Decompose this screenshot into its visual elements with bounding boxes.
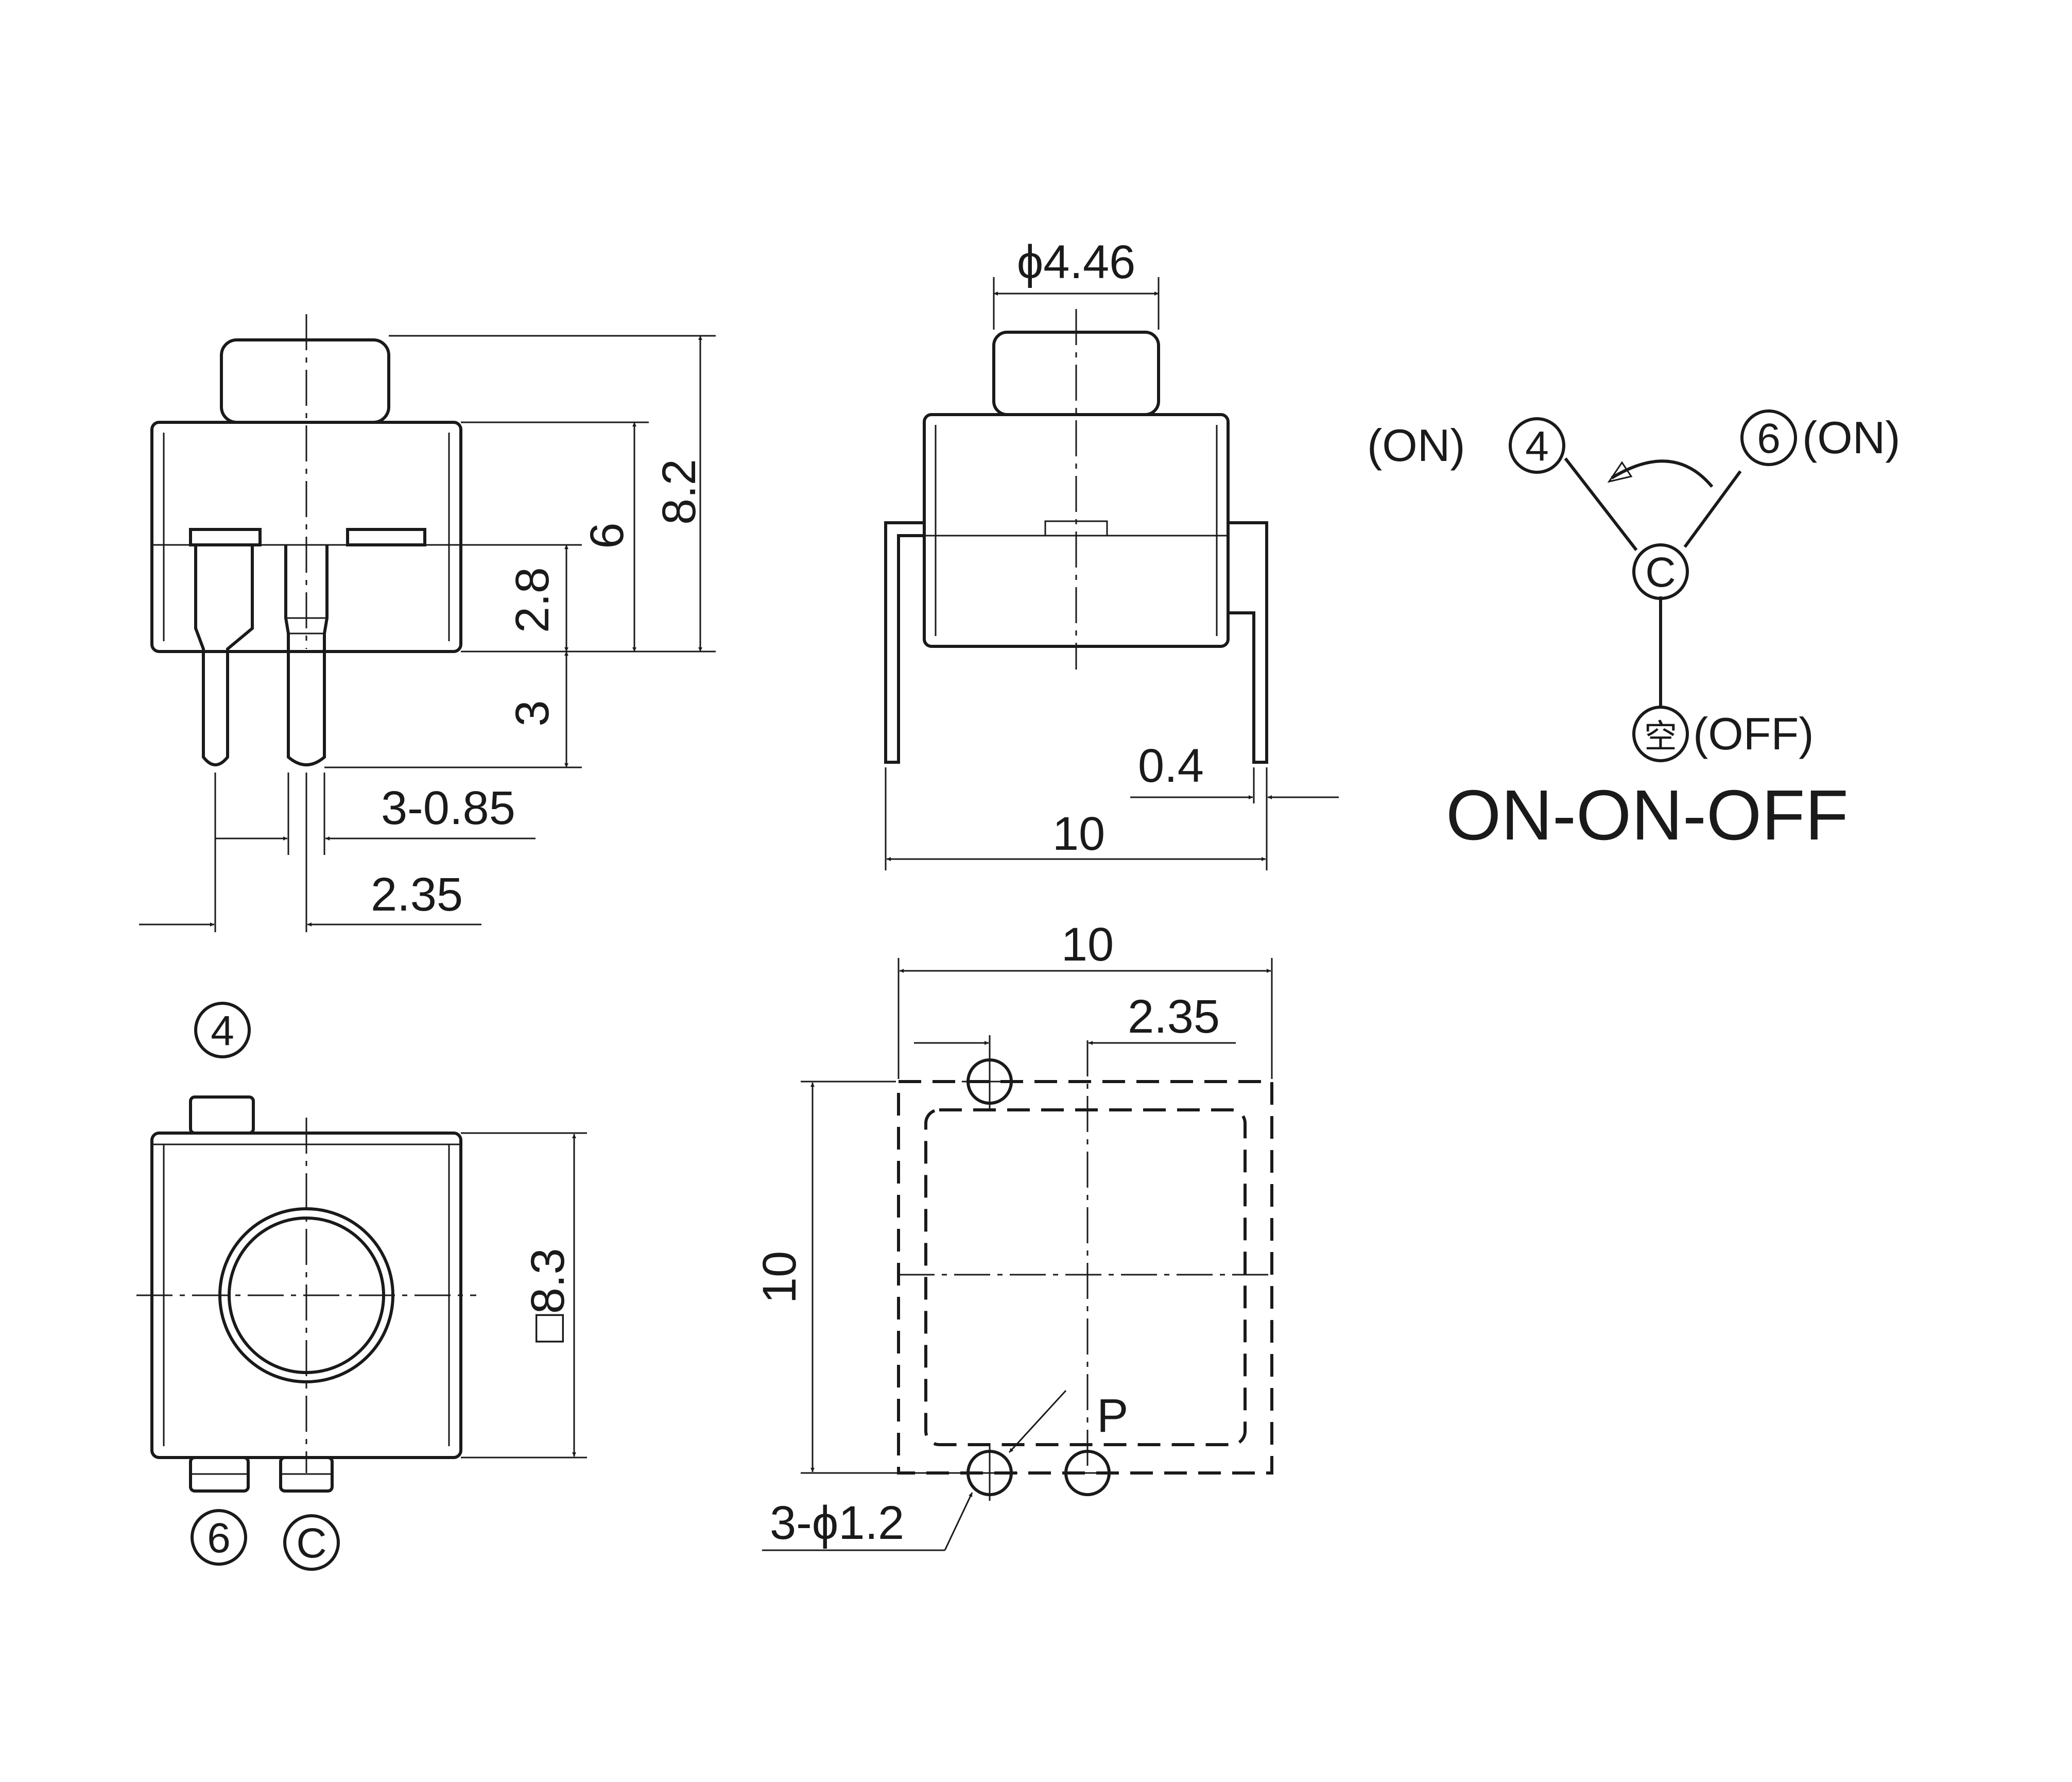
bottom-view: 4 6 C — [136, 1002, 476, 1571]
bottom-terminal-4-label: 4 — [211, 1007, 234, 1054]
bottom-terminal-c-label: C — [296, 1520, 326, 1567]
terminal-off-label: 空 — [1644, 718, 1677, 755]
dim-pin-lower: 3 — [506, 700, 559, 726]
bottom-terminal-c-node — [283, 1514, 340, 1571]
dim-pin-pitch: 2.35 — [371, 868, 463, 921]
terminal-6-node — [1740, 409, 1797, 466]
bottom-view-dimensions: □8.3 — [461, 1132, 587, 1459]
dim-pin-width: 3-0.85 — [381, 782, 515, 834]
dim-actuator-dia: ϕ4.46 — [1017, 236, 1136, 288]
dim-width: 10 — [1052, 808, 1105, 860]
dim-lead-thickness: 0.4 — [1138, 740, 1204, 792]
terminal-c-node — [1632, 543, 1689, 600]
pin-p-marker: P — [1097, 1390, 1128, 1442]
dim-pcb-offset: 2.35 — [1128, 990, 1220, 1043]
dim-pcb-width: 10 — [1061, 918, 1114, 971]
switch-schematic: 4 6 C 空 (ON) (ON) (OFF) ON-ON-OFF — [1367, 409, 1901, 855]
terminal-4-node — [1509, 417, 1565, 474]
switch-type-label: ON-ON-OFF — [1446, 776, 1849, 855]
dim-hole-dia: 3-ϕ1.2 — [770, 1497, 904, 1549]
front-view-dimensions: 8.2 6 2.8 3 3-0.85 2.35 — [139, 335, 716, 932]
bottom-terminal-4-node — [194, 1002, 251, 1058]
pcb-layout-dimensions: 10 2.35 10 3-ϕ1.2 P — [753, 918, 1273, 1551]
dim-height-total: 8.2 — [653, 459, 705, 525]
side-view-dimensions: ϕ4.46 10 0.4 — [885, 236, 1339, 870]
terminal-off-node — [1632, 706, 1689, 762]
terminal-c-label: C — [1645, 549, 1676, 596]
dim-pcb-height: 10 — [753, 1251, 806, 1304]
terminal-6-label: 6 — [1757, 415, 1781, 462]
dim-body-square: □8.3 — [522, 1248, 574, 1342]
bottom-terminal-6-label: 6 — [207, 1515, 231, 1562]
side-view — [884, 309, 1268, 764]
bottom-terminal-6-node — [191, 1509, 247, 1566]
dim-pin-upper: 2.8 — [506, 567, 559, 633]
front-view — [150, 314, 462, 766]
state-4-label: (ON) — [1367, 420, 1465, 471]
terminal-4-label: 4 — [1525, 423, 1549, 470]
pcb-layout — [897, 1040, 1274, 1501]
state-6-label: (ON) — [1802, 412, 1901, 463]
dim-height-body: 6 — [581, 522, 633, 549]
state-off-label: (OFF) — [1693, 708, 1814, 759]
